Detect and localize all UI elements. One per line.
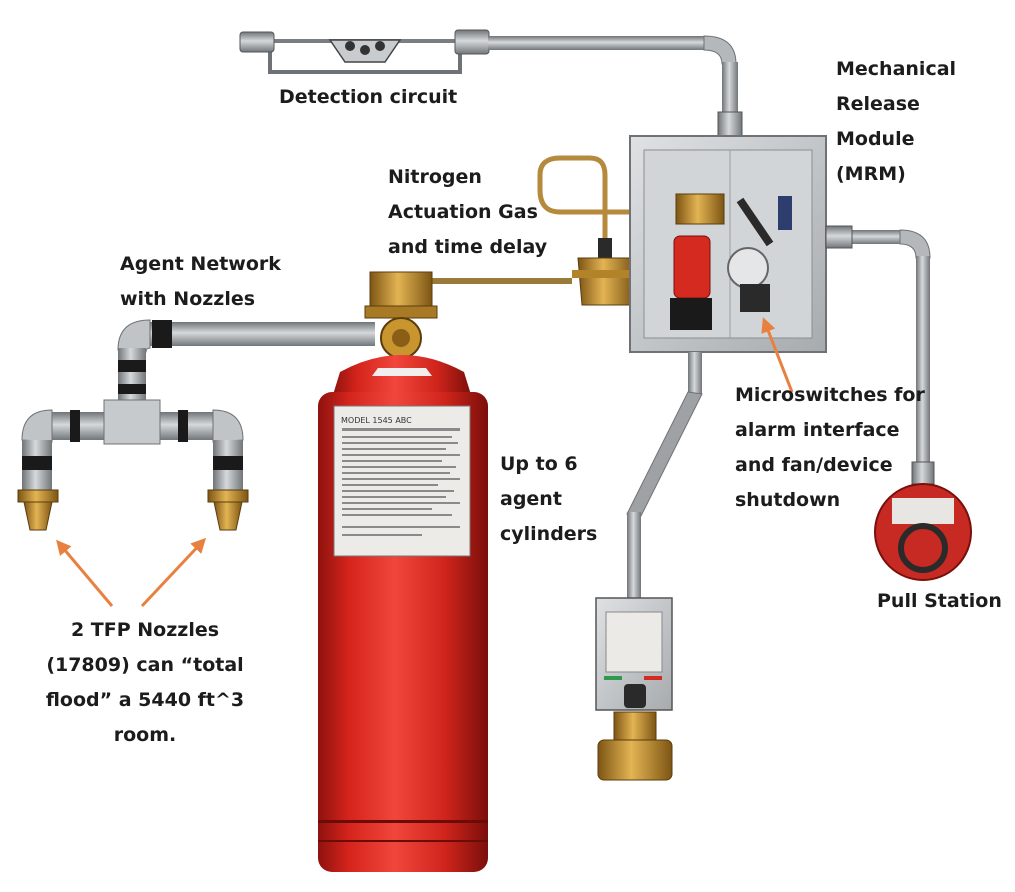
label-agent-cylinders: Up to 6 agent cylinders bbox=[500, 447, 597, 552]
label-detection-circuit: Detection circuit bbox=[279, 80, 457, 115]
nozzle-left-icon bbox=[17, 489, 59, 531]
nozzle-arrow-left bbox=[56, 539, 114, 607]
microswitches-line-1: Microswitches for bbox=[735, 384, 925, 406]
agent-network-line-1: Agent Network bbox=[120, 253, 281, 275]
nitrogen-line-1: Nitrogen bbox=[388, 166, 482, 188]
detection-pipe bbox=[488, 35, 743, 137]
mrm-line-2: Release bbox=[836, 93, 920, 115]
mrm-line-3: Module bbox=[836, 128, 915, 150]
label-tfp-nozzles: 2 TFP Nozzles (17809) can “total flood” … bbox=[36, 613, 254, 753]
label-agent-network: Agent Network with Nozzles bbox=[120, 247, 281, 317]
microswitches-line-2: alarm interface bbox=[735, 419, 900, 441]
label-nitrogen-actuation: Nitrogen Actuation Gas and time delay bbox=[388, 160, 547, 265]
nozzles-line-3: flood” a 5440 ft^3 bbox=[45, 689, 245, 711]
agent-network-line-2: with Nozzles bbox=[120, 288, 256, 310]
cylinder-model-label: MODEL 1545 ABC bbox=[341, 416, 412, 425]
cylinders-line-2: agent bbox=[500, 488, 562, 510]
cylinders-line-1: Up to 6 bbox=[500, 453, 578, 475]
microswitches-line-4: shutdown bbox=[735, 489, 841, 511]
mrm-line-1: Mechanical bbox=[836, 58, 957, 80]
gas-valve-line bbox=[626, 352, 703, 602]
agent-cylinder: MODEL 1545 ABC bbox=[318, 355, 488, 872]
heat-detector-icon bbox=[328, 39, 402, 63]
agent-network bbox=[21, 319, 375, 492]
nozzles-line-2: (17809) can “total bbox=[46, 654, 244, 676]
nozzle-right-icon bbox=[207, 489, 249, 531]
pull-station-line: Pull Station bbox=[877, 590, 1002, 612]
gas-valve-icon bbox=[595, 597, 673, 781]
pull-station-icon bbox=[874, 483, 972, 581]
cylinders-line-3: cylinders bbox=[500, 523, 598, 545]
nozzle-arrow-right bbox=[140, 537, 207, 608]
detection-circuit bbox=[239, 29, 490, 74]
label-pull-station: Pull Station bbox=[877, 584, 1002, 619]
time-delay-icon bbox=[572, 238, 640, 306]
microswitch-arrow bbox=[761, 317, 794, 393]
detection-line: Detection circuit bbox=[279, 86, 458, 108]
nitrogen-actuation-line bbox=[432, 155, 630, 284]
nitrogen-line-2: Actuation Gas bbox=[388, 201, 538, 223]
mrm-enclosure bbox=[629, 135, 827, 353]
label-mechanical-release-module: Mechanical Release Module (MRM) bbox=[836, 52, 956, 192]
pull-station-line bbox=[825, 225, 935, 485]
nozzles-line-4: room. bbox=[113, 724, 177, 746]
microswitches-line-3: and fan/device bbox=[735, 454, 893, 476]
label-microswitches: Microswitches for alarm interface and fa… bbox=[735, 378, 925, 518]
annotation-arrows bbox=[56, 317, 794, 608]
mrm-line-4: (MRM) bbox=[836, 163, 906, 185]
nozzles-line-1: 2 TFP Nozzles bbox=[70, 619, 220, 641]
nitrogen-line-3: and time delay bbox=[388, 236, 548, 258]
cylinder-valve-icon bbox=[364, 271, 438, 359]
